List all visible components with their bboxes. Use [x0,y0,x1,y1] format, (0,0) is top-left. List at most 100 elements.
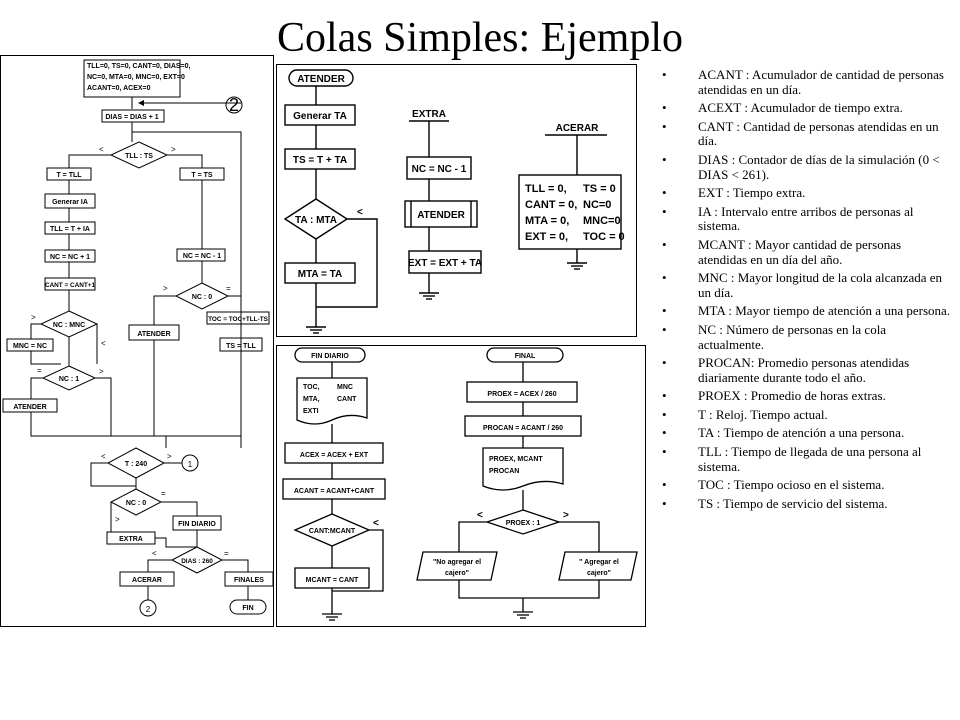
ts-tll-label: TS = TLL [226,343,256,350]
ext-calc-label: EXT = EXT + TA [408,258,482,269]
glossary-item: CANT : Cantidad de personas atendidas en… [662,119,952,149]
main-flowchart: TLL=0, TS=0, CANT=0, DIAS=0, NC=0, MTA=0… [2,59,273,617]
acerar-r4b: TOC = 0 [583,231,625,243]
nc-0b-eq: = [161,489,166,498]
cant-mcant-label: CANT:MCANT [309,528,356,535]
ta-mta-lt: < [357,207,363,218]
gen-ia-label: Generar IA [52,199,88,206]
no-agregar-l1: "No agregar el [433,559,481,566]
acerar-r3a: MTA = 0, [525,215,569,227]
nc-dec-label: NC = NC - 1 [183,253,221,260]
fd-o1a: TOC, [303,384,320,391]
nc-0-decision [174,282,230,310]
nc-0b-decision [109,488,163,516]
subroutines-top: ATENDER Generar TA TS = T + TA TA : MTA … [283,69,625,334]
glossary-item: MTA : Mayor tiempo de atención a una per… [662,304,952,319]
agregar-l1: " Agregar el [579,559,619,566]
subroutines-bottom: FIN DIARIO TOC, MNC MTA, CANT EXTI ACEX … [282,347,638,621]
glossary-item: EXT : Tiempo extra. [662,186,952,201]
glossary-item: MNC : Mayor longitud de la cola alcanzad… [662,270,952,300]
acerar-r4a: EXT = 0, [525,231,568,243]
tll-ts-decision [109,141,169,169]
nc-0b-label: NC : 0 [126,500,146,507]
fin-diario-label: FIN DIARIO [178,521,216,528]
no-agregar-l2: cajero" [445,570,469,577]
nc-inc-label: NC = NC + 1 [50,254,90,261]
tll-ts-label: TLL : TS [125,153,153,160]
tll-ts-gt: > [171,145,176,154]
fd-o2a: MTA, [303,396,320,403]
dias-260-decision [170,546,224,574]
dias-inc-label: DIAS = DIAS + 1 [105,114,158,121]
final-o1: PROEX, MCANT [489,456,543,463]
cant-inc-label: CANT = CANT+1 [45,282,96,289]
fd-o1b: MNC [337,384,353,391]
ta-mta-label: TA : MTA [295,215,337,226]
connector-1-label: 1 [188,460,193,469]
dias-260-lt: < [152,549,157,558]
init-line-2: NC=0, MTA=0, MNC=0, EXT=0 [87,74,185,81]
tll-ts-lt: < [99,145,104,154]
proex-1-lt: < [477,510,483,521]
atender-label: ATENDER [137,331,170,338]
t-240-label: T : 240 [125,461,147,468]
nc-0-gt: > [163,284,168,293]
fd-o2b: CANT [337,396,357,403]
nc-1-label: NC : 1 [59,376,79,383]
toc-label: TOC = TOC+TLL-TS [208,316,269,323]
extra-atender-label: ATENDER [417,210,465,221]
glossary-list: ACANT : Acumulador de cantidad de person… [662,67,952,515]
nc-mnc-label: NC : MNC [53,322,85,329]
ts-calc-label: TS = T + TA [293,155,347,166]
extra-title: EXTRA [412,109,446,120]
extra-label: EXTRA [119,536,143,543]
glossary-item: ACEXT : Acumulador de tiempo extra. [662,101,952,116]
glossary-item: ACANT : Acumulador de cantidad de person… [662,67,952,97]
t-ts-label: T = TS [191,172,213,179]
mta-ta-label: MTA = TA [298,269,343,280]
fin-diario-title: FIN DIARIO [311,353,349,360]
proex-label: PROEX = ACEX / 260 [487,391,556,398]
glossary-item: PROEX : Promedio de horas extras. [662,389,952,404]
nc-0-label: NC : 0 [192,294,212,301]
connector-2-top [225,96,243,114]
nc-1-gt: > [99,367,104,376]
acerar-r2b: NC=0 [583,199,611,211]
nc-mnc-lt: < [101,339,106,348]
glossary-item: NC : Número de personas en la cola actua… [662,322,952,352]
nc-1-decision [41,365,97,391]
fd-o3: EXTI [303,408,319,415]
proex-1-gt: > [563,510,569,521]
proex-1-label: PROEX : 1 [506,520,541,527]
finales-label: FINALES [234,577,264,584]
t-tll-label: T = TLL [56,172,82,179]
atender-2-label: ATENDER [13,404,46,411]
t-240-gt: > [167,452,172,461]
nc-0-eq: = [226,284,231,293]
glossary-item: TLL : Tiempo de llegada de una persona a… [662,444,952,474]
init-line-1: TLL=0, TS=0, CANT=0, DIAS=0, [87,63,191,70]
connector-2b-label: 2 [146,605,151,614]
connector-2-label: 2 [229,95,239,115]
cant-mcant-lt: < [373,518,379,529]
final-o2: PROCAN [489,468,519,475]
acerar-r1a: TLL = 0, [525,183,567,195]
nc-1-eq: = [37,366,42,375]
dias-260-label: DIAS : 260 [181,558,213,565]
nc-0b-gt: > [115,515,120,524]
agregar-l2: cajero" [587,570,611,577]
nc-mnc-gt: > [31,313,36,322]
mnc-nc-label: MNC = NC [13,343,47,350]
acerar-r3b: MNC=0 [583,215,621,227]
tll-tia-label: TLL = T + IA [50,226,90,233]
gen-ta-label: Generar TA [293,111,347,122]
glossary-item: TA : Tiempo de atención a una persona. [662,426,952,441]
dias-260-eq: = [224,549,229,558]
glossary-item: T : Reloj. Tiempo actual. [662,407,952,423]
glossary-item: TOC : Tiempo ocioso en el sistema. [662,478,952,493]
glossary-item: DIAS : Contador de días de la simulación… [662,152,952,182]
fin-label: FIN [242,605,253,612]
final-title: FINAL [515,353,536,360]
acant-label: ACANT = ACANT+CANT [294,488,375,495]
mcant-label: MCANT = CANT [306,577,359,584]
